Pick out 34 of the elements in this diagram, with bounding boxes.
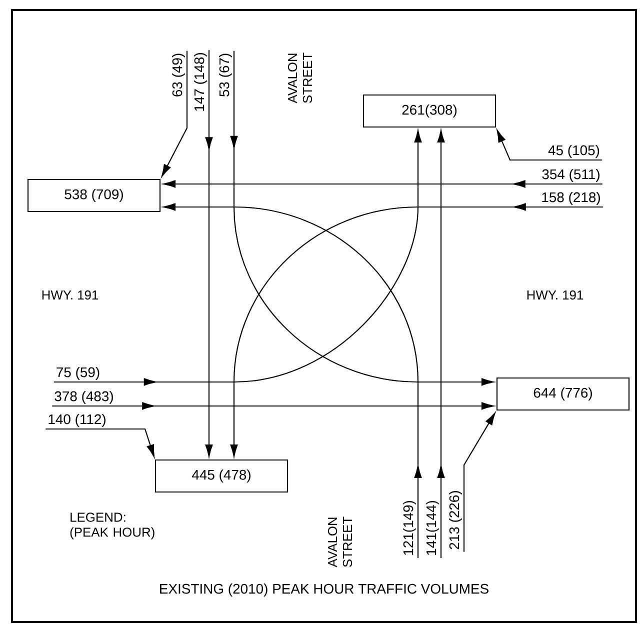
traffic-arrow [230,50,494,386]
traffic-arrow [463,412,496,552]
volume-label: 140 (112) [48,414,106,427]
traffic-arrow [163,203,422,558]
volume-label: 63 (49) [172,54,185,96]
volume-label: 378 (483) [54,390,113,404]
volume-label: 147 (148) [194,53,207,111]
volume-label: 121(149) [402,500,416,555]
volume-label: 75 (59) [56,366,100,380]
traffic-arrow [230,203,603,457]
volume-label: 158 (218) [542,192,600,205]
volume-label: 45 (105) [548,144,600,158]
caption: EXISTING (2010) PEAK HOUR TRAFFIC VOLUMES [160,584,488,596]
volume-label: 354 (511) [542,168,600,182]
street-label: HWY. 191 [42,290,98,300]
traffic-arrow [437,130,445,558]
total-volume-box: 538 (709) [27,178,161,212]
traffic-arrow [205,50,213,457]
traffic-arrow [46,428,155,457]
street-label: AVALON STREET [288,52,312,104]
traffic-arrow [496,130,602,161]
total-volume-box: 261(308) [362,94,496,128]
traffic-arrow [52,402,494,410]
total-volume-box: 445 (478) [154,459,288,493]
street-label: HWY. 191 [527,290,584,300]
street-label: AVALON STREET [328,516,352,568]
legend-text: LEGEND: (PEAK HOUR) [70,512,154,540]
traffic-arrow [163,180,602,188]
total-volume-box: 644 (776) [496,377,630,411]
volume-label: 53 (67) [218,54,232,97]
traffic-arrow [54,130,422,386]
volume-label: 213 (226) [448,491,462,550]
volume-label: 141(144) [426,500,439,555]
traffic-arrow [161,50,188,177]
